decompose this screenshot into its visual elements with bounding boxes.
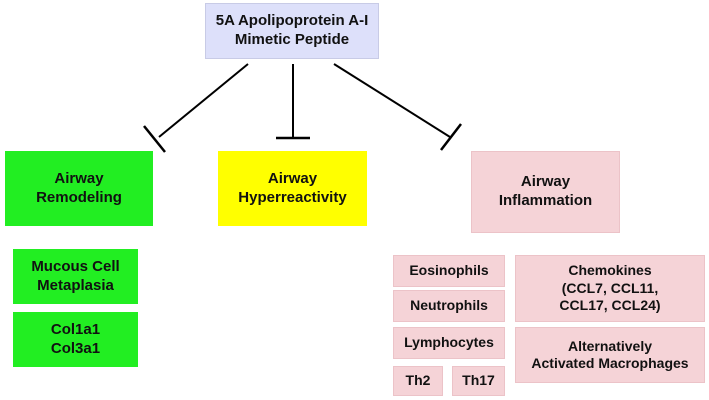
alternatively-activated-macrophages-node: Alternatively Activated Macrophages <box>515 327 705 383</box>
inhibition-bar-inflammation <box>440 123 462 151</box>
lymphocytes-node: Lymphocytes <box>393 327 505 359</box>
inhibition-bar-remodeling <box>143 125 166 153</box>
th2-node: Th2 <box>393 366 443 396</box>
mucous-cell-metaplasia-node: Mucous Cell Metaplasia <box>13 249 138 304</box>
connector-to-inflammation <box>333 63 451 138</box>
neutrophils-node: Neutrophils <box>393 290 505 322</box>
connector-to-remodeling <box>158 63 249 138</box>
airway-remodeling-node: Airway Remodeling <box>5 151 153 226</box>
eosinophils-node: Eosinophils <box>393 255 505 287</box>
th17-node: Th17 <box>452 366 505 396</box>
airway-hyperreactivity-node: Airway Hyperreactivity <box>218 151 367 226</box>
airway-inflammation-node: Airway Inflammation <box>471 151 620 233</box>
collagen-genes-node: Col1a1 Col3a1 <box>13 312 138 367</box>
apolipoprotein-peptide-node: 5A Apolipoprotein A-I Mimetic Peptide <box>205 3 379 59</box>
chemokines-node: Chemokines (CCL7, CCL11, CCL17, CCL24) <box>515 255 705 322</box>
